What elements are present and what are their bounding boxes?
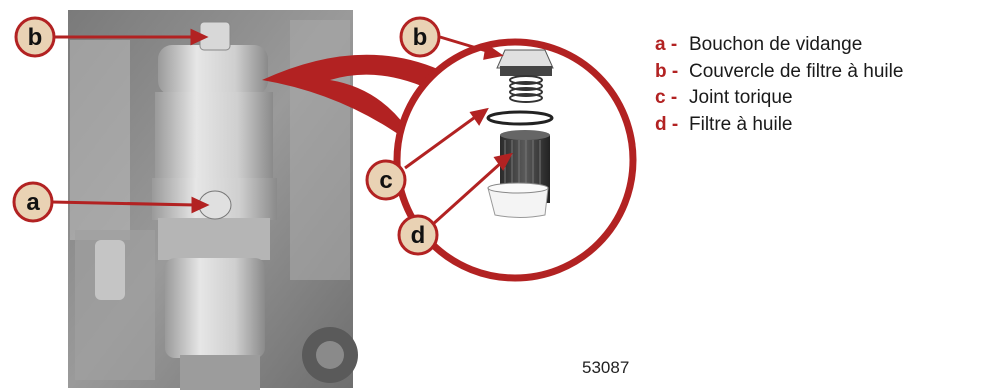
legend-key: a -	[655, 34, 689, 56]
legend-text: Joint torique	[689, 87, 793, 109]
legend-key: d -	[655, 114, 689, 136]
legend-text: Couvercle de filtre à huile	[689, 61, 903, 83]
svg-text:d: d	[411, 222, 426, 249]
legend-text: Filtre à huile	[689, 114, 793, 136]
callout-b-photo: b	[16, 18, 54, 56]
callout-a-photo: a	[14, 183, 52, 221]
legend-item: d - Filtre à huile	[655, 114, 903, 141]
callout-d-inset: d	[399, 216, 437, 254]
figure-number: 53087	[582, 358, 629, 378]
parts-legend: a - Bouchon de vidange b - Couvercle de …	[655, 34, 903, 140]
legend-item: c - Joint torique	[655, 87, 903, 114]
svg-text:b: b	[413, 24, 428, 51]
callout-b-inset: b	[401, 18, 439, 56]
svg-text:a: a	[26, 189, 40, 216]
svg-text:b: b	[28, 24, 43, 51]
callout-c-inset: c	[367, 161, 405, 199]
svg-text:c: c	[379, 167, 392, 194]
legend-item: a - Bouchon de vidange	[655, 34, 903, 61]
legend-item: b - Couvercle de filtre à huile	[655, 61, 903, 88]
legend-text: Bouchon de vidange	[689, 34, 862, 56]
legend-key: b -	[655, 61, 689, 83]
legend-key: c -	[655, 87, 689, 109]
